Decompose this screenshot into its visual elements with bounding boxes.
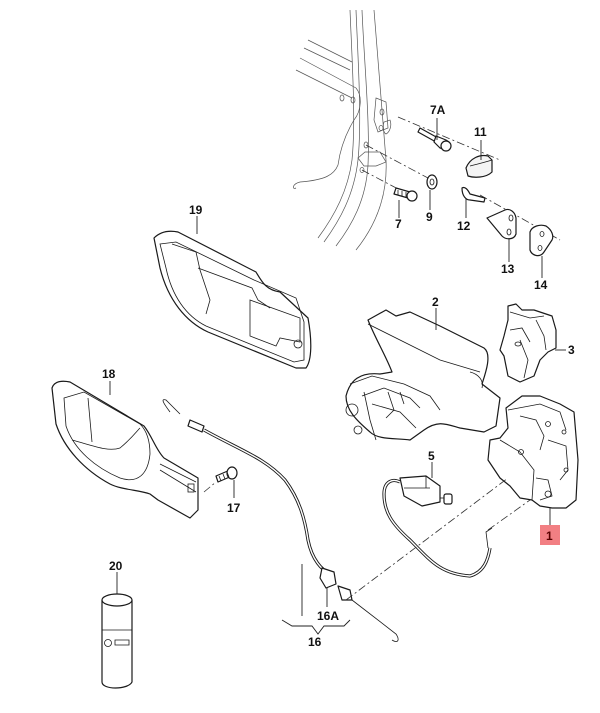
callout-7a[interactable]: 7A bbox=[430, 103, 446, 117]
part-18-handle[interactable] bbox=[51, 380, 199, 519]
part-3-cover[interactable] bbox=[499, 303, 557, 383]
part-1-door-lock[interactable] bbox=[487, 395, 579, 509]
callout-labels: 7A 11 7 9 12 13 14 2 3 5 19 18 17 20 16A… bbox=[102, 103, 575, 649]
part-19-bezel[interactable] bbox=[153, 230, 312, 369]
callout-11[interactable]: 11 bbox=[474, 125, 487, 139]
callout-20[interactable]: 20 bbox=[109, 559, 123, 573]
part-2-carrier[interactable] bbox=[345, 309, 501, 441]
part-20-spray-can[interactable] bbox=[101, 593, 133, 689]
callout-5[interactable]: 5 bbox=[428, 449, 435, 463]
callout-16[interactable]: 16 bbox=[308, 635, 322, 649]
leader-lines bbox=[109, 118, 566, 635]
part-5-actuator[interactable] bbox=[382, 475, 493, 578]
callout-2[interactable]: 2 bbox=[432, 295, 439, 309]
callout-9[interactable]: 9 bbox=[426, 210, 433, 224]
callout-3[interactable]: 3 bbox=[568, 343, 575, 357]
callout-7[interactable]: 7 bbox=[395, 217, 402, 231]
door-frame bbox=[293, 9, 392, 251]
part-13-striker-plate[interactable] bbox=[486, 208, 517, 240]
callout-18[interactable]: 18 bbox=[102, 367, 116, 381]
callout-16a[interactable]: 16A bbox=[317, 609, 339, 623]
part-7-bolt[interactable] bbox=[393, 187, 418, 202]
callout-12[interactable]: 12 bbox=[457, 219, 471, 233]
part-12-screw[interactable] bbox=[461, 186, 486, 203]
callout-17[interactable]: 17 bbox=[227, 501, 241, 515]
part-17-bolt[interactable] bbox=[203, 466, 238, 493]
callout-1-highlight bbox=[540, 525, 560, 545]
part-16-cable[interactable] bbox=[162, 399, 399, 642]
callout-14[interactable]: 14 bbox=[534, 278, 548, 292]
part-7a-bolt[interactable] bbox=[417, 127, 452, 152]
callout-13[interactable]: 13 bbox=[501, 262, 515, 276]
part-11-buffer[interactable] bbox=[465, 154, 493, 178]
callout-19[interactable]: 19 bbox=[189, 203, 203, 217]
part-14-backing-plate[interactable] bbox=[529, 224, 554, 257]
callout-1[interactable]: 1 bbox=[546, 529, 553, 543]
part-9-washer[interactable] bbox=[426, 174, 438, 190]
